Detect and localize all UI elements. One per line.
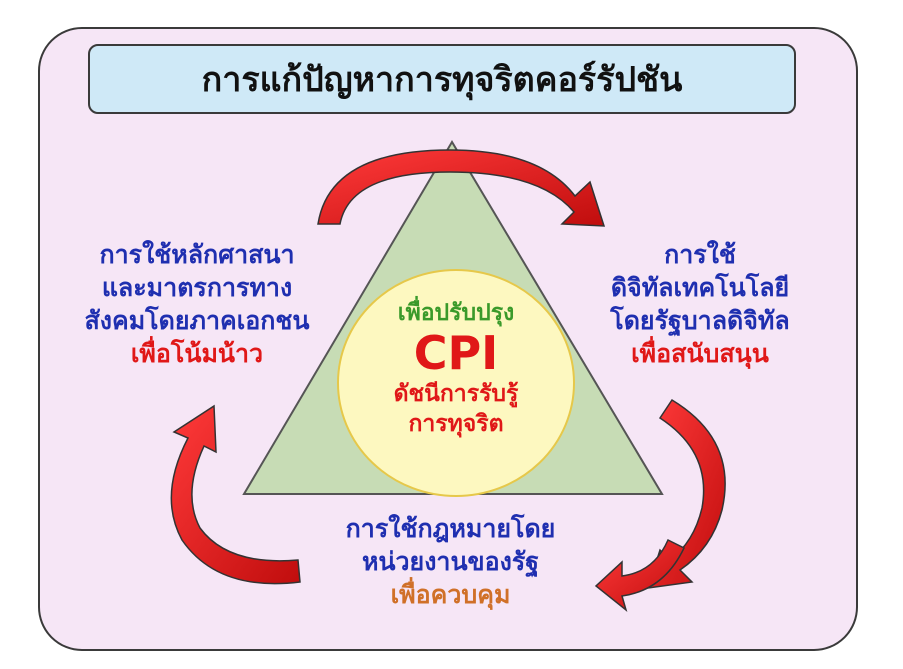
left-line-2: และมาตรการทาง <box>101 273 293 302</box>
arrow-bottom-icon <box>594 538 685 613</box>
center-goal-text: เพื่อปรับปรุง CPI ดัชนีการรับรู้ การทุจร… <box>340 298 572 440</box>
left-line-4: เพื่อโน้มน้าว <box>130 339 264 368</box>
left-line-1: การใช้หลักศาสนา <box>99 240 295 269</box>
bottom-line-3: เพื่อควบคุม <box>390 580 511 609</box>
right-line-3: โดยรัฐบาลดิจิทัล <box>610 306 790 335</box>
right-line-2: ดิจิทัลเทคโนโลยี <box>610 273 790 302</box>
center-line-3: ดัชนีการรับรู้ <box>393 380 519 407</box>
bottom-strategy-text: การใช้กฎหมายโดย หน่วยงานของรัฐ เพื่อควบค… <box>318 512 583 611</box>
page-title: การแก้ปัญหาการทุจริตคอร์รัปชัน <box>201 60 683 100</box>
center-circle <box>337 269 575 497</box>
right-line-1: การใช้ <box>664 240 736 269</box>
right-strategy-text: การใช้ ดิจิทัลเทคโนโลยี โดยรัฐบาลดิจิทัล… <box>585 238 815 370</box>
center-cpi-label: CPI <box>413 326 499 381</box>
arrow-top-icon <box>317 149 606 227</box>
left-line-3: สังคมโดยภาคเอกชน <box>84 306 310 335</box>
bottom-line-2: หน่วยงานของรัฐ <box>361 547 540 576</box>
bottom-line-1: การใช้กฎหมายโดย <box>345 514 556 543</box>
arrow-left-icon <box>170 404 301 585</box>
arrow-right-icon <box>646 398 726 589</box>
center-line-4: การทุจริต <box>408 411 504 438</box>
title-banner: การแก้ปัญหาการทุจริตคอร์รัปชัน <box>88 44 796 114</box>
center-line-1: เพื่อปรับปรุง <box>397 300 515 326</box>
right-line-4: เพื่อสนับสนุน <box>631 339 769 368</box>
left-strategy-text: การใช้หลักศาสนา และมาตรการทาง สังคมโดยภา… <box>62 238 332 370</box>
